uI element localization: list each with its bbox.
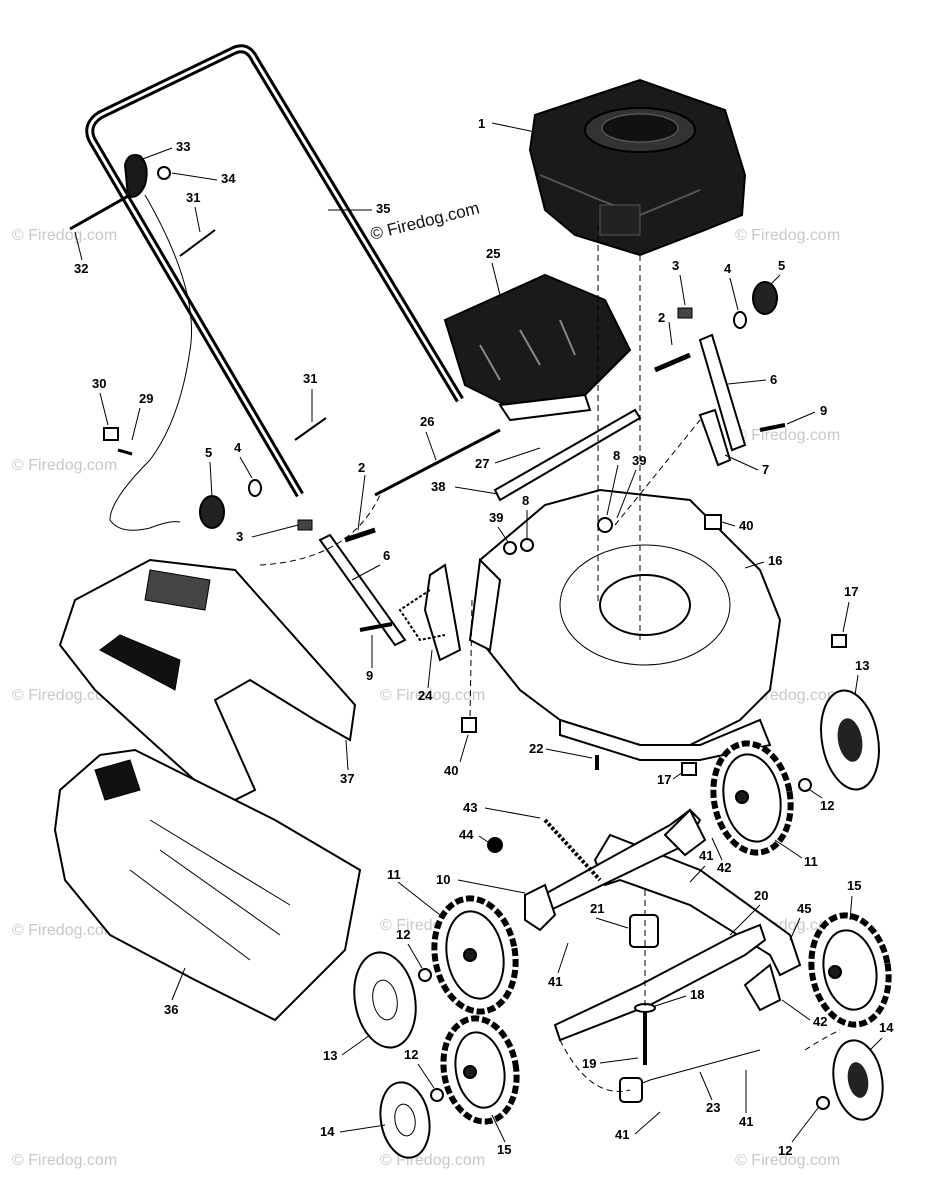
callout-5: 5 [778, 258, 785, 273]
callout-25: 25 [486, 246, 500, 261]
watermark-faint: © Firedog.com [12, 922, 117, 939]
callout-12: 12 [396, 927, 410, 942]
callout-29: 29 [139, 391, 153, 406]
callout-35: 35 [376, 201, 390, 216]
wheels [353, 689, 892, 1159]
callout-40: 40 [444, 763, 458, 778]
watermark-faint: © Firedog.com [735, 1152, 840, 1169]
callout-14: 14 [320, 1124, 335, 1139]
wheel-15-left [440, 1015, 520, 1125]
callout-13: 13 [855, 658, 869, 673]
wheel-15-right [808, 912, 892, 1028]
engine [528, 78, 747, 257]
callout-13: 13 [323, 1048, 337, 1063]
callout-30: 30 [92, 376, 106, 391]
callout-22: 22 [529, 741, 543, 756]
callout-17: 17 [657, 772, 671, 787]
watermark-faint: © Firedog.com [12, 227, 117, 244]
callout-9: 9 [366, 668, 373, 683]
watermark-faint: © Firedog.com [735, 227, 840, 244]
grass-bag [53, 748, 362, 1022]
callout-15: 15 [847, 878, 861, 893]
callout-40: 40 [739, 518, 753, 533]
watermark-faint: © Firedog.com [12, 687, 117, 704]
callout-43: 43 [463, 800, 477, 815]
callout-10: 10 [436, 872, 450, 887]
mower-deck [468, 488, 782, 761]
grass-bag-top [58, 558, 357, 802]
callout-11: 11 [804, 854, 818, 869]
callout-8: 8 [522, 493, 529, 508]
wheel-11-right [710, 740, 794, 856]
callout-20: 20 [754, 888, 768, 903]
callout-31: 31 [186, 190, 200, 205]
callout-45: 45 [797, 901, 811, 916]
watermark-faint: © Firedog.com [380, 1152, 485, 1169]
watermark-faint: © Firedog.com [12, 457, 117, 474]
callouts: 1 2 2 3 3 4 4 5 5 6 6 7 8 8 9 9 10 11 [74, 116, 894, 1158]
callout-32: 32 [74, 261, 88, 276]
callout-38: 38 [431, 479, 445, 494]
callout-2: 2 [658, 310, 665, 325]
callout-19: 19 [582, 1056, 596, 1071]
callout-36: 36 [164, 1002, 178, 1017]
callout-44: 44 [459, 827, 474, 842]
callout-12: 12 [404, 1047, 418, 1062]
watermark-faint: © Firedog.com [12, 1152, 117, 1169]
callout-6: 6 [383, 548, 390, 563]
callout-3: 3 [672, 258, 679, 273]
callout-12: 12 [778, 1143, 792, 1158]
callout-37: 37 [340, 771, 354, 786]
watermark-faint: © Firedog.com [380, 687, 485, 704]
callout-41: 41 [739, 1114, 753, 1129]
wheel-11-left [431, 895, 519, 1015]
callout-23: 23 [706, 1100, 720, 1115]
callout-21: 21 [590, 901, 604, 916]
callout-1: 1 [478, 116, 485, 131]
callout-26: 26 [420, 414, 434, 429]
callout-41: 41 [699, 848, 713, 863]
callout-34: 34 [221, 171, 236, 186]
handle-assembly [69, 44, 464, 531]
callout-39: 39 [489, 510, 503, 525]
callout-4: 4 [234, 440, 242, 455]
assembly-lines [259, 225, 841, 1092]
rear-baffle [443, 273, 632, 422]
callout-8: 8 [613, 448, 620, 463]
misc-parts [199, 281, 847, 1110]
callout-17: 17 [844, 584, 858, 599]
callout-16: 16 [768, 553, 782, 568]
watermark-faint: © Firedog.com [735, 427, 840, 444]
callout-18: 18 [690, 987, 704, 1002]
callout-33: 33 [176, 139, 190, 154]
callout-3: 3 [236, 529, 243, 544]
callout-27: 27 [475, 456, 489, 471]
callout-14: 14 [879, 1020, 894, 1035]
callout-4: 4 [724, 261, 732, 276]
callout-6: 6 [770, 372, 777, 387]
callout-24: 24 [418, 688, 433, 703]
callout-9: 9 [820, 403, 827, 418]
callout-5: 5 [205, 445, 212, 460]
callout-42: 42 [813, 1014, 827, 1029]
callout-7: 7 [762, 462, 769, 477]
callout-12: 12 [820, 798, 834, 813]
callout-41: 41 [548, 974, 562, 989]
callout-39: 39 [632, 453, 646, 468]
callout-31: 31 [303, 371, 317, 386]
callout-15: 15 [497, 1142, 511, 1157]
callout-11: 11 [387, 867, 401, 882]
callout-41: 41 [615, 1127, 629, 1142]
callout-2: 2 [358, 460, 365, 475]
callout-42: 42 [717, 860, 731, 875]
